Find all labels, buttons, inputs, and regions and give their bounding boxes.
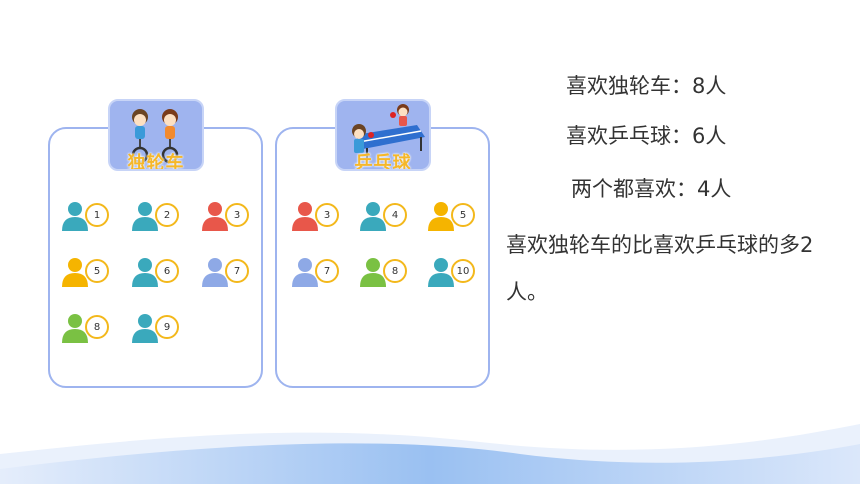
person-item: 10: [427, 256, 477, 290]
person-item: 8: [61, 312, 111, 346]
person-number-badge: 4: [383, 203, 407, 227]
person-item: 1: [61, 200, 111, 234]
person-icon: [428, 258, 454, 287]
person-item: 6: [131, 256, 181, 290]
person-icon: [132, 314, 158, 343]
person-item: 3: [201, 200, 251, 234]
person-number-badge: 7: [225, 259, 249, 283]
person-icon: [360, 258, 386, 287]
person-number-badge: 3: [225, 203, 249, 227]
person-number-badge: 2: [155, 203, 179, 227]
person-icon: [62, 202, 88, 231]
pingpong-label: 乒乓球: [354, 153, 412, 171]
person-icon: [132, 202, 158, 231]
person-number-badge: 3: [315, 203, 339, 227]
person-icon: [292, 258, 318, 287]
person-item: 2: [131, 200, 181, 234]
conclusion-text: 喜欢独轮车的比喜欢乒乓球的多2人。: [506, 233, 814, 304]
person-number-badge: 5: [85, 259, 109, 283]
person-icon: [292, 202, 318, 231]
person-number-badge: 7: [315, 259, 339, 283]
person-icon: [428, 202, 454, 231]
pingpong-picture-tile: 乒乓球: [335, 99, 431, 171]
unicycle-count-text: 喜欢独轮车：8人: [566, 74, 727, 98]
person-icon: [202, 258, 228, 287]
person-number-badge: 8: [85, 315, 109, 339]
person-item: 9: [131, 312, 181, 346]
person-number-badge: 6: [155, 259, 179, 283]
unicycle-picture-tile: 独轮车: [108, 99, 204, 171]
person-number-badge: 9: [155, 315, 179, 339]
person-icon: [360, 202, 386, 231]
person-item: 7: [291, 256, 341, 290]
person-number-badge: 1: [85, 203, 109, 227]
pingpong-count-text: 喜欢乒乓球：6人: [566, 124, 727, 148]
person-item: 5: [61, 256, 111, 290]
person-icon: [132, 258, 158, 287]
person-item: 8: [359, 256, 409, 290]
unicycle-label: 独轮车: [127, 153, 185, 171]
person-icon: [62, 314, 88, 343]
person-number-badge: 10: [451, 259, 475, 283]
person-number-badge: 8: [383, 259, 407, 283]
person-number-badge: 5: [451, 203, 475, 227]
bottom-wave-decoration: [0, 424, 860, 484]
person-item: 4: [359, 200, 409, 234]
both-count-text: 两个都喜欢：4人: [571, 177, 732, 201]
unicycle-kids-icon: [131, 109, 179, 164]
person-icon: [202, 202, 228, 231]
person-item: 5: [427, 200, 477, 234]
person-item: 7: [201, 256, 251, 290]
ping-pong-kids-icon: [352, 104, 425, 161]
person-item: 3: [291, 200, 341, 234]
person-icon: [62, 258, 88, 287]
